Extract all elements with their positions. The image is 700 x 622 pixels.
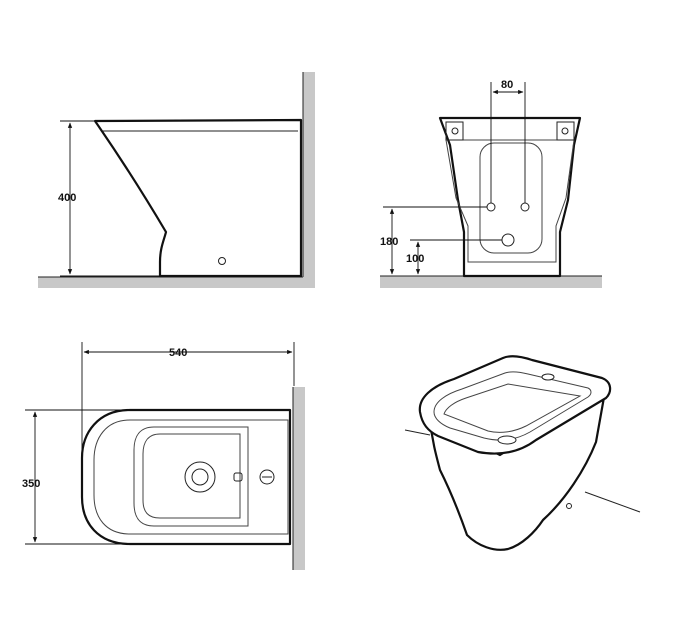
right-mount-bracket	[556, 121, 575, 141]
front-drain-hole	[501, 233, 515, 247]
top-drain-inner	[191, 468, 209, 486]
side-view: 400	[38, 72, 315, 288]
top-view: 540 350	[22, 342, 305, 570]
side-wall	[303, 72, 315, 287]
perspective-view	[404, 355, 641, 551]
iso-tap-hole	[541, 373, 555, 381]
side-floor	[38, 277, 315, 288]
iso-floor-right	[584, 491, 641, 513]
right-fixing-hole	[520, 202, 530, 212]
iso-basin	[433, 371, 592, 441]
width-350-label: 350	[22, 478, 40, 490]
width-80-label: 80	[501, 79, 513, 91]
left-fixing-hole	[486, 202, 496, 212]
length-540-label: 540	[169, 347, 187, 359]
iso-drain	[497, 435, 517, 445]
iso-rim	[418, 355, 612, 455]
height-180-label: 180	[380, 236, 398, 248]
height-400-label: 400	[58, 192, 76, 204]
overflow-slot	[233, 472, 243, 482]
iso-side-hole	[566, 503, 572, 509]
front-bidet-outline	[438, 116, 582, 278]
iso-floor-left	[404, 429, 431, 436]
front-floor	[380, 276, 602, 288]
height-100-label: 100	[406, 253, 424, 265]
side-drain-hole	[218, 257, 226, 265]
front-view: 80 180 100	[380, 79, 602, 288]
front-inner-basin	[479, 142, 543, 254]
top-wall	[293, 387, 305, 570]
left-mount-bracket	[445, 121, 464, 141]
side-bidet-outline	[93, 118, 303, 278]
iso-pedestal	[428, 384, 608, 551]
